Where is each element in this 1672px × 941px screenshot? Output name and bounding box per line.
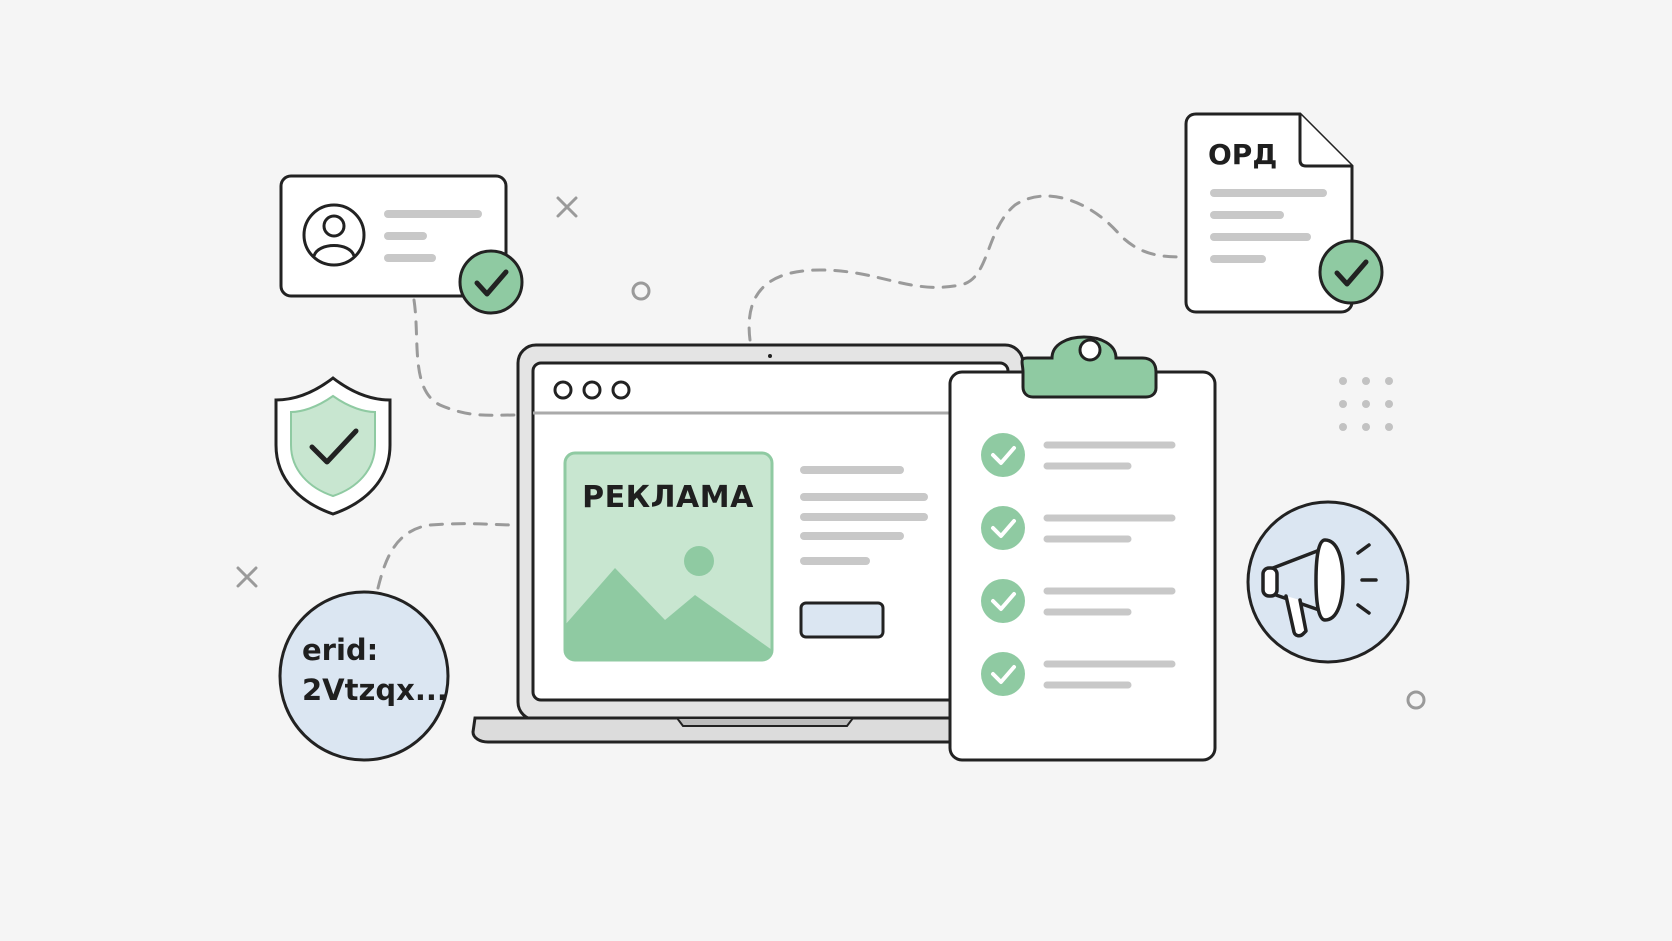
checklist-item: [981, 506, 1176, 550]
checklist: [981, 433, 1176, 696]
document-label: ОРД: [1208, 138, 1278, 171]
cross-mark-left: [236, 566, 258, 588]
erid-badge: [278, 590, 450, 762]
landscape-image-icon: [565, 546, 772, 660]
megaphone-badge: [1246, 500, 1410, 664]
connector-id-to-laptop: [412, 298, 517, 417]
browser-window-dots: [553, 380, 631, 400]
decorative-marks: [236, 196, 1426, 710]
page-text-lines: [800, 466, 928, 565]
document-icon: [1184, 112, 1384, 314]
page-cta-button: [799, 601, 885, 639]
checklist-item: [981, 652, 1176, 696]
shield-check-icon: [274, 376, 392, 516]
ring-mark-right: [1406, 690, 1426, 710]
clipboard-icon: [948, 335, 1217, 762]
cross-mark-top: [556, 196, 578, 218]
check-icon: [458, 249, 524, 315]
ad-banner: [563, 451, 774, 662]
erid-label-line1: erid:: [302, 633, 379, 667]
checklist-item: [981, 433, 1176, 477]
ad-banner-label: РЕКЛАМА: [582, 480, 754, 515]
laptop: [471, 343, 1037, 744]
user-icon: [302, 203, 366, 267]
ring-mark-top: [631, 281, 651, 301]
dashed-connectors: [376, 194, 1187, 590]
id-card: [279, 174, 524, 315]
connector-laptop-to-doc: [747, 194, 1187, 342]
id-card-text-lines: [384, 210, 482, 262]
document-text-lines: [1210, 189, 1327, 263]
check-icon: [1318, 239, 1384, 305]
erid-label-line2: 2Vtzqx...: [302, 673, 448, 707]
megaphone-icon: [1261, 538, 1378, 638]
connector-erid-to-laptop: [376, 522, 517, 590]
dot-grid: [1339, 377, 1393, 431]
checklist-item: [981, 579, 1176, 623]
